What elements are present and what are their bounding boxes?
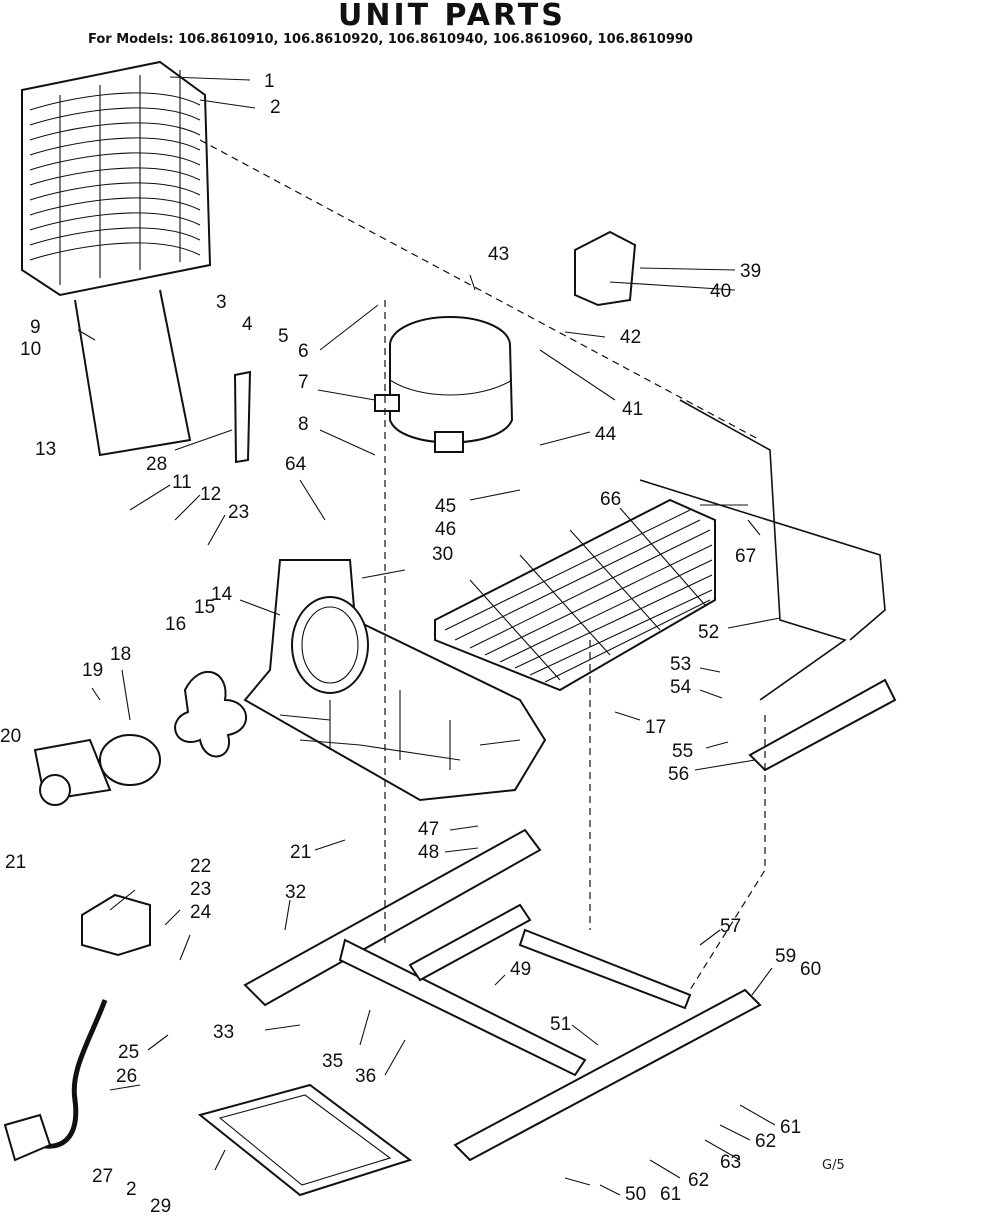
- fan-bracket: [243, 559, 547, 802]
- callout-50: 50: [625, 1184, 646, 1205]
- callout-45: 45: [435, 496, 456, 517]
- callout-19: 19: [82, 660, 103, 681]
- callout-17: 17: [645, 717, 666, 738]
- callout-51: 51: [550, 1014, 571, 1035]
- drier-bracket: [748, 678, 897, 772]
- callout-29: 29: [150, 1196, 171, 1217]
- callout-49: 49: [510, 959, 531, 980]
- callout-52: 52: [698, 622, 719, 643]
- tubing: [679, 399, 847, 701]
- plug: [3, 1113, 52, 1162]
- callout-27: 27: [92, 1166, 113, 1187]
- drain-pan: [197, 1083, 413, 1197]
- drain-clip: [233, 370, 252, 464]
- callout-43: 43: [488, 244, 509, 265]
- callout-21: 21: [5, 852, 26, 873]
- callout-35: 35: [322, 1051, 343, 1072]
- callout-14: 14: [211, 584, 233, 605]
- callout-33: 33: [213, 1022, 234, 1043]
- callout-4: 4: [242, 314, 253, 335]
- callout-20: 20: [0, 726, 21, 747]
- callout-7: 7: [298, 372, 309, 393]
- callout-56: 56: [668, 764, 689, 785]
- callout-53: 53: [670, 654, 691, 675]
- page-code: G/5: [822, 1158, 845, 1173]
- callout-15: 15: [194, 597, 215, 618]
- callout-57: 57: [720, 916, 741, 937]
- callout-48: 48: [418, 842, 439, 863]
- callout-67: 67: [735, 546, 756, 567]
- callout-60: 60: [800, 959, 821, 980]
- callout-41: 41: [622, 399, 643, 420]
- callout-28: 28: [146, 454, 167, 475]
- leader-lines: [77, 76, 781, 1196]
- callout-2: 2: [270, 97, 281, 118]
- callout-23: 23: [228, 502, 249, 523]
- callout-44: 44: [595, 424, 617, 445]
- assembly-lines: [199, 139, 766, 991]
- callout-61: 61: [660, 1184, 681, 1205]
- callout-22: 22: [190, 856, 211, 877]
- callout-13: 13: [35, 439, 56, 460]
- models-line: For Models: 106.8610910, 106.8610920, 10…: [88, 32, 693, 47]
- callout-18: 18: [110, 644, 131, 665]
- callout-64: 64: [285, 454, 307, 475]
- callout-39: 39: [740, 261, 761, 282]
- evaporator-coil: [21, 60, 212, 297]
- callout-16: 16: [165, 614, 186, 635]
- defrost-heater: [74, 289, 192, 457]
- callout-2: 2: [126, 1179, 137, 1200]
- fan-blade: [174, 670, 247, 758]
- callout-26: 26: [116, 1066, 137, 1087]
- condenser-coil: [434, 498, 716, 692]
- callout-46: 46: [435, 519, 456, 540]
- callout-10: 10: [20, 339, 41, 360]
- callout-8: 8: [298, 414, 309, 435]
- fan-motor: [33, 734, 161, 806]
- callout-54: 54: [670, 677, 692, 698]
- callout-62: 62: [755, 1131, 776, 1152]
- base-frame: [243, 828, 692, 1077]
- callout-55: 55: [672, 741, 693, 762]
- callout-42: 42: [620, 327, 641, 348]
- relay-cover: [574, 230, 637, 307]
- callout-32: 32: [285, 882, 306, 903]
- callout-1: 1: [264, 71, 275, 92]
- callout-66: 66: [600, 489, 621, 510]
- callout-9: 9: [30, 317, 41, 338]
- callout-11: 11: [172, 472, 192, 493]
- callout-25: 25: [118, 1042, 139, 1063]
- callout-61: 61: [780, 1117, 801, 1138]
- callout-63: 63: [720, 1152, 741, 1173]
- callout-62: 62: [688, 1170, 709, 1191]
- compressor: [374, 316, 514, 453]
- callout-3: 3: [216, 292, 227, 313]
- relay: [81, 893, 151, 957]
- power-cord: [39, 999, 108, 1149]
- callout-47: 47: [418, 819, 439, 840]
- callout-30: 30: [432, 544, 453, 565]
- callout-6: 6: [298, 341, 309, 362]
- callout-12: 12: [200, 484, 221, 505]
- callout-59: 59: [775, 946, 796, 967]
- callout-labels: 1 2 3 4 5 6 7 8 9 10 11 12 13 14 15 16 1…: [0, 71, 821, 1217]
- callout-23: 23: [190, 879, 211, 900]
- callout-24: 24: [190, 902, 212, 923]
- callout-36: 36: [355, 1066, 376, 1087]
- callout-21: 21: [290, 842, 311, 863]
- callout-5: 5: [278, 326, 289, 347]
- rail: [453, 988, 762, 1162]
- callout-40: 40: [710, 281, 731, 302]
